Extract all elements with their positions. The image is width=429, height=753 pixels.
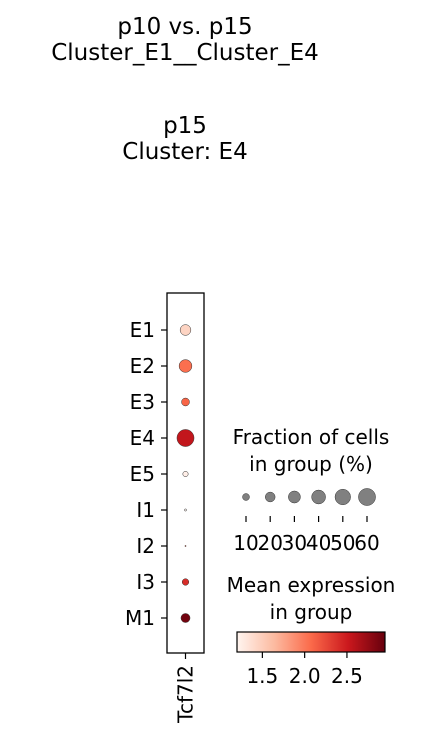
subtitle-line-2: Cluster: E4 [122, 139, 248, 165]
y-tick-label: E2 [130, 354, 155, 378]
size-legend-title: in group (%) [249, 452, 373, 476]
colorbar-tick-label: 2.5 [331, 664, 363, 688]
y-tick-label: E5 [130, 462, 155, 486]
size-legend: Fraction of cells in group (%) 10203040506… [233, 425, 390, 555]
y-tick-label: E3 [130, 390, 155, 414]
size-legend-label: 20 [257, 531, 282, 555]
size-legend-dot [311, 489, 326, 505]
colorbar-tick-label: 2.0 [289, 664, 321, 688]
colorbar-tick-label: 1.5 [246, 664, 278, 688]
dot [178, 359, 193, 373]
size-legend-title: Fraction of cells [233, 425, 390, 449]
dot [184, 508, 187, 512]
dot [182, 471, 189, 477]
size-legend-label: 60 [354, 531, 379, 555]
chart-title: p10 vs. p15 Cluster_E1__Cluster_E4 [0, 14, 370, 66]
color-legend-title: Mean expression [227, 573, 396, 597]
dot [180, 613, 191, 623]
size-legend-label: 30 [282, 531, 307, 555]
x-tick-label: Tcf7l2 [174, 665, 198, 724]
colorbar [236, 631, 386, 653]
y-tick-label: E4 [130, 426, 155, 450]
color-legend-title: in group [270, 600, 353, 624]
title-line-1: p10 vs. p15 [117, 14, 253, 40]
size-legend-label: 40 [306, 531, 331, 555]
dot [179, 324, 192, 336]
size-legend-label: 10 [233, 531, 258, 555]
dot [176, 429, 195, 447]
dot [181, 397, 190, 407]
color-legend: Mean expression in group 1.5 2.0 2.5 [227, 573, 396, 688]
size-legend-dot [265, 491, 276, 503]
chart-subtitle: p15 Cluster: E4 [0, 113, 370, 165]
y-tick-label: M1 [125, 606, 155, 630]
dot [181, 578, 190, 586]
title-line-2: Cluster_E1__Cluster_E4 [51, 40, 319, 66]
size-legend-dot [242, 493, 250, 501]
y-tick-label: E1 [130, 318, 155, 342]
size-legend-dot [358, 488, 376, 506]
y-tick-label: I3 [136, 570, 155, 594]
dot [184, 545, 187, 547]
y-tick-label: I2 [136, 534, 155, 558]
y-tick-label: I1 [136, 498, 155, 522]
size-legend-dot [334, 488, 351, 506]
size-legend-label: 50 [330, 531, 355, 555]
size-legend-dot [288, 490, 301, 504]
subtitle-line-1: p15 [163, 113, 207, 139]
